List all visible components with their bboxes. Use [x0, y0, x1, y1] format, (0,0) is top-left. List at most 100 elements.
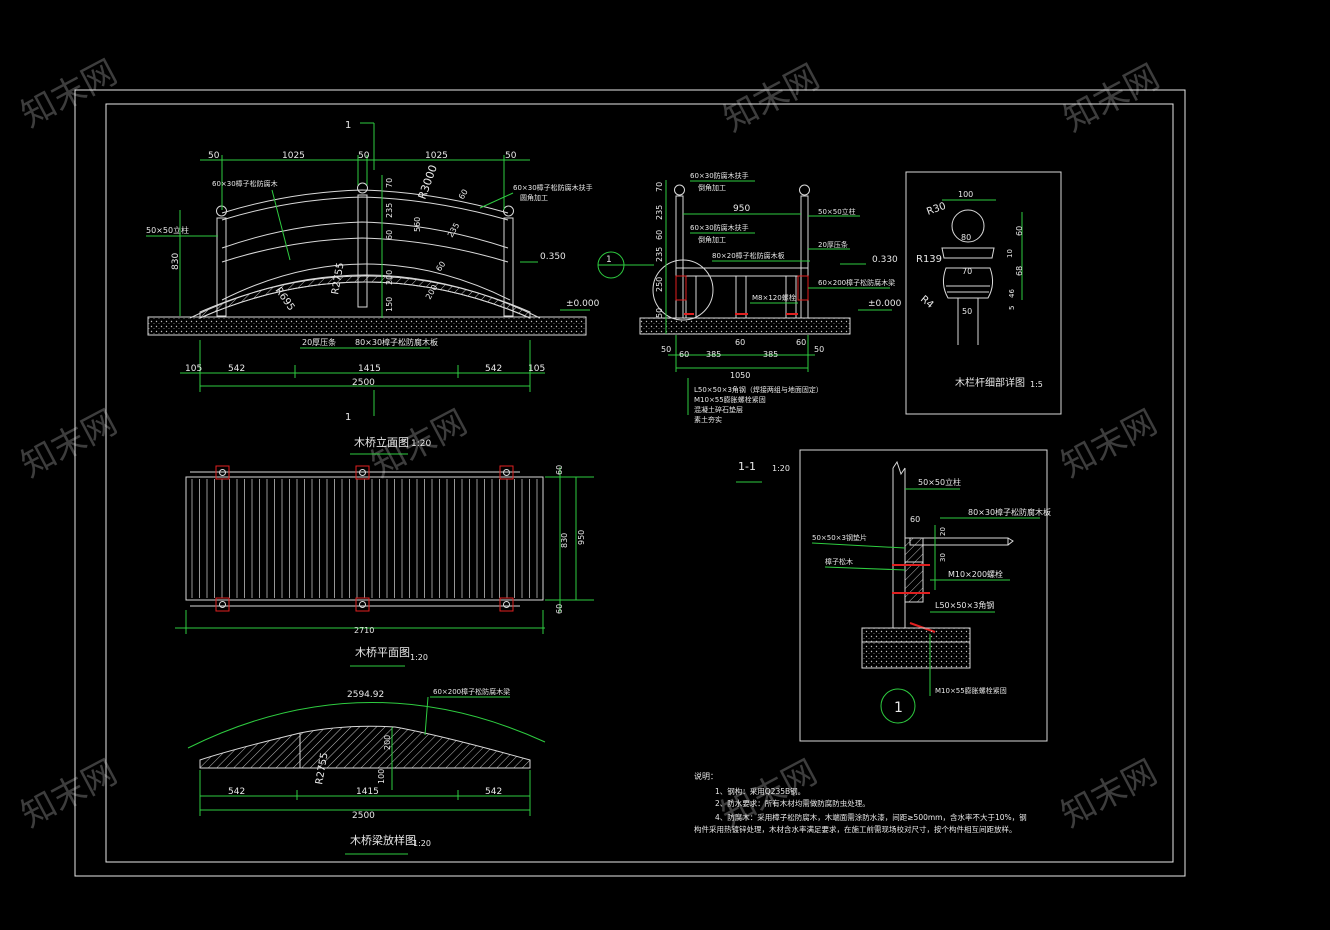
svg-text:830: 830 [171, 253, 181, 270]
svg-text:385: 385 [763, 350, 778, 359]
bridge-elevation: 50 1025 50 1025 50 1 1 60×30樟子松防腐木 60×30… [146, 120, 600, 455]
svg-text:±0.000: ±0.000 [868, 299, 902, 309]
watermark: 知末网 [15, 752, 124, 835]
svg-text:105: 105 [528, 364, 545, 374]
svg-text:50×50×3钢垫片: 50×50×3钢垫片 [812, 533, 867, 542]
svg-text:0.350: 0.350 [540, 252, 566, 262]
svg-text:30: 30 [939, 553, 947, 562]
svg-text:2500: 2500 [352, 378, 375, 388]
svg-text:60: 60 [910, 515, 920, 524]
note-line: 构件采用热镀锌处理，木材含水率满足要求，在施工前需现场校对尺寸，按个构件相互间距… [694, 824, 1017, 834]
svg-text:60: 60 [555, 604, 564, 614]
svg-text:1415: 1415 [358, 364, 381, 374]
svg-text:10: 10 [1006, 249, 1014, 258]
svg-text:70: 70 [962, 267, 972, 276]
svg-text:235: 235 [385, 203, 394, 218]
svg-text:80×20樟子松防腐木板: 80×20樟子松防腐木板 [712, 251, 785, 260]
svg-text:1050: 1050 [730, 371, 750, 380]
svg-text:60: 60 [655, 230, 664, 240]
svg-text:385: 385 [706, 350, 721, 359]
svg-text:50: 50 [655, 308, 664, 318]
note-line: 4、防腐木：采用樟子松防腐木，木端面需涂防水漆，间距≥500mm，含水率不大于1… [715, 812, 1027, 822]
svg-text:1: 1 [345, 120, 351, 131]
inner-frame [105, 103, 1174, 863]
svg-text:2594.92: 2594.92 [347, 690, 384, 700]
section-1-1: 1 60×30防腐木扶手 倒角加工 60×30防腐木扶手 倒角加工 950 50… [597, 171, 902, 483]
svg-text:M10×200螺栓: M10×200螺栓 [948, 569, 1003, 579]
notes: 说明： 1、钢构：采用Q235B钢。 2、防水要求：所有木材均需做防腐防虫处理。… [694, 771, 1027, 834]
svg-text:60: 60 [796, 338, 806, 347]
svg-text:100: 100 [958, 190, 973, 199]
svg-text:20: 20 [939, 527, 947, 536]
svg-text:50: 50 [505, 151, 517, 161]
beam-layout: 2594.92 60×200樟子松防腐木梁 R2755 200 100 542 … [187, 687, 546, 855]
watermark-layer: 知末网 知末网 知末网 知末网 知末网 知末网 知末网 知末网 知末网 [15, 52, 1166, 835]
svg-text:1415: 1415 [356, 787, 379, 797]
svg-text:圆角加工: 圆角加工 [520, 193, 548, 202]
svg-text:60×200樟子松防腐木梁: 60×200樟子松防腐木梁 [433, 687, 510, 696]
svg-text:542: 542 [228, 364, 245, 374]
svg-text:150: 150 [385, 297, 394, 312]
svg-text:250: 250 [655, 277, 664, 292]
svg-text:1:20: 1:20 [413, 839, 431, 848]
svg-text:50×50立柱: 50×50立柱 [918, 477, 961, 487]
svg-text:560: 560 [413, 217, 422, 232]
svg-text:60: 60 [434, 260, 447, 274]
svg-text:1:20: 1:20 [410, 653, 428, 662]
beam-title: 木桥梁放样图 [350, 833, 416, 847]
svg-text:20厚压条: 20厚压条 [818, 240, 848, 249]
svg-text:50: 50 [208, 151, 220, 161]
watermark: 知末网 [1055, 752, 1164, 835]
svg-text:950: 950 [733, 204, 750, 214]
svg-text:60: 60 [457, 188, 470, 201]
elevation-title: 木桥立面图 [354, 435, 409, 449]
svg-text:20厚压条: 20厚压条 [302, 337, 336, 347]
svg-text:200: 200 [385, 270, 394, 285]
svg-text:倒角加工: 倒角加工 [698, 235, 726, 244]
bridge-plan: 2710 60 830 950 60 木桥平面图 1:20 [175, 465, 594, 667]
svg-text:80×30樟子松防腐木板: 80×30樟子松防腐木板 [968, 507, 1051, 517]
svg-text:±0.000: ±0.000 [566, 299, 600, 309]
svg-text:60×30樟子松防腐木: 60×30樟子松防腐木 [212, 179, 278, 188]
svg-text:R4: R4 [918, 294, 935, 311]
post-detail-title: 木栏杆细部详图 [955, 376, 1025, 389]
outer-frame [74, 89, 1186, 877]
svg-text:L50×50×3角钢: L50×50×3角钢 [935, 600, 994, 610]
svg-text:60: 60 [679, 350, 689, 359]
svg-text:50: 50 [814, 345, 824, 354]
svg-text:1:20: 1:20 [411, 439, 431, 449]
svg-text:混凝土碎石垫层: 混凝土碎石垫层 [694, 405, 743, 414]
svg-text:0.330: 0.330 [872, 255, 898, 265]
svg-text:2710: 2710 [354, 626, 374, 635]
plan-slats [191, 479, 538, 598]
svg-text:50×50立柱: 50×50立柱 [818, 207, 856, 216]
svg-text:50: 50 [661, 345, 671, 354]
svg-text:70: 70 [655, 182, 664, 192]
svg-text:倒角加工: 倒角加工 [698, 183, 726, 192]
notes-heading: 说明： [694, 771, 718, 781]
svg-text:R30: R30 [925, 201, 947, 218]
svg-text:105: 105 [185, 364, 202, 374]
svg-text:1025: 1025 [425, 151, 448, 161]
svg-text:60×30樟子松防腐木扶手: 60×30樟子松防腐木扶手 [513, 183, 593, 192]
svg-text:1:5: 1:5 [1030, 380, 1043, 389]
svg-text:60×30防腐木扶手: 60×30防腐木扶手 [690, 171, 749, 180]
svg-text:1:20: 1:20 [772, 464, 790, 473]
svg-text:235: 235 [655, 247, 664, 262]
svg-text:60: 60 [385, 230, 394, 240]
svg-text:M8×120螺栓: M8×120螺栓 [752, 293, 796, 302]
detail-1-circle [880, 688, 916, 724]
svg-text:80: 80 [961, 233, 971, 242]
svg-text:R695: R695 [273, 285, 297, 313]
svg-text:542: 542 [485, 787, 502, 797]
svg-text:1: 1 [345, 412, 351, 423]
svg-text:60×200樟子松防腐木梁: 60×200樟子松防腐木梁 [818, 278, 895, 287]
svg-text:60: 60 [735, 338, 745, 347]
svg-text:2500: 2500 [352, 811, 375, 821]
watermark: 知末网 [1055, 402, 1164, 485]
svg-text:542: 542 [228, 787, 245, 797]
svg-text:830: 830 [560, 533, 569, 548]
svg-text:R139: R139 [916, 254, 942, 265]
svg-text:60: 60 [1015, 226, 1024, 236]
